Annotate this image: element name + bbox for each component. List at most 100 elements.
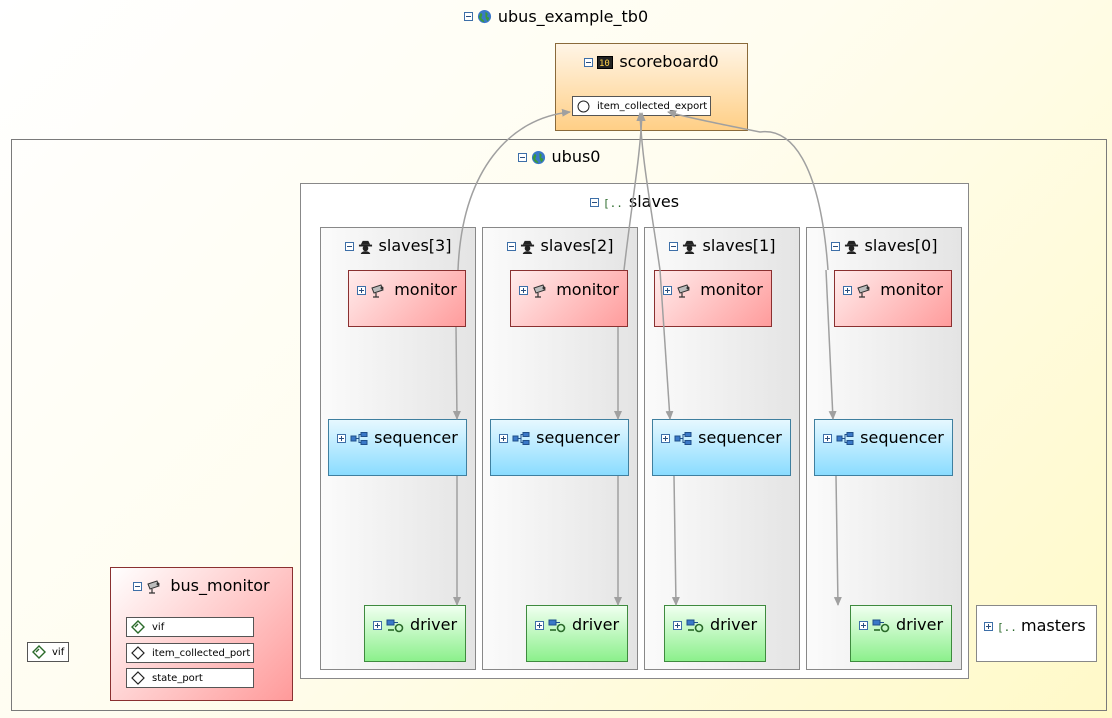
expand-toggle-icon[interactable] (858, 621, 868, 630)
sequencer-component[interactable]: sequencer (490, 419, 629, 476)
expand-toggle-icon[interactable] (357, 286, 367, 295)
collapse-toggle-icon[interactable] (506, 242, 516, 251)
bus-monitor-title: bus_monitor (111, 576, 292, 595)
driver-title-label: driver (409, 615, 458, 634)
scoreboard-title: 10 scoreboard0 (556, 52, 747, 71)
expand-toggle-icon[interactable] (984, 622, 993, 631)
export-port-label: item_collected_export (597, 100, 708, 112)
bus-monitor-title-label: bus_monitor (170, 576, 270, 595)
sequencer-icon (836, 432, 854, 445)
bus-monitor-vif-port[interactable]: vif (126, 617, 254, 637)
camera-icon (532, 283, 550, 298)
slave-agent-title: slaves[2] (483, 236, 637, 255)
port-diamond-icon (131, 671, 145, 685)
expand-toggle-icon[interactable] (499, 434, 509, 443)
expand-toggle-icon[interactable] (843, 286, 853, 295)
slave-agent-title-label: slaves[2] (540, 236, 614, 255)
slave-agent-title-label: slaves[3] (378, 236, 452, 255)
expand-toggle-icon[interactable] (372, 621, 382, 630)
driver-title-label: driver (709, 615, 758, 634)
monitor-title-label: monitor (700, 280, 763, 299)
driver-component[interactable]: driver (664, 605, 766, 662)
driver-title-label: driver (895, 615, 944, 634)
top-title: ubus_example_tb0 (0, 6, 1112, 26)
expand-toggle-icon[interactable] (663, 286, 673, 295)
driver-icon (686, 619, 704, 633)
driver-component[interactable]: driver (850, 605, 952, 662)
driver-icon (872, 619, 890, 633)
driver-icon (548, 619, 566, 633)
sequencer-icon (512, 432, 530, 445)
sequencer-title: sequencer (653, 428, 790, 447)
driver-title: driver (665, 615, 765, 634)
item-collected-port-label: item_collected_port (152, 647, 251, 659)
sequencer-component[interactable]: sequencer (814, 419, 953, 476)
sequencer-title-label: sequencer (374, 428, 458, 447)
camera-icon (370, 283, 388, 298)
collapse-toggle-icon[interactable] (584, 58, 594, 67)
monitor-component[interactable]: monitor (654, 270, 772, 327)
slave-agent-title: slaves[3] (321, 236, 475, 255)
monitor-title-label: monitor (880, 280, 943, 299)
env-vif-port[interactable]: vif (27, 642, 69, 662)
state-port[interactable]: state_port (126, 668, 254, 688)
agent-icon (520, 239, 535, 254)
slaves-title-label: slaves (628, 192, 680, 211)
sequencer-title-label: sequencer (698, 428, 782, 447)
driver-component[interactable]: driver (364, 605, 466, 662)
globe-icon (531, 150, 546, 165)
monitor-component[interactable]: monitor (834, 270, 952, 327)
masters-title: [...]masters (984, 616, 1086, 635)
camera-icon (676, 283, 694, 298)
sequencer-component[interactable]: sequencer (328, 419, 467, 476)
sequencer-icon (350, 432, 368, 445)
env-vif-label: vif (52, 646, 65, 658)
driver-component[interactable]: driver (526, 605, 628, 662)
collapse-toggle-icon[interactable] (589, 198, 599, 207)
sequencer-title-label: sequencer (860, 428, 944, 447)
expand-toggle-icon[interactable] (534, 621, 544, 630)
monitor-component[interactable]: monitor (348, 270, 466, 327)
scoreboard-icon: 10 (597, 56, 614, 69)
svg-text:[...]: [...] (603, 197, 623, 209)
driver-title-label: driver (571, 615, 620, 634)
monitor-title: monitor (655, 280, 771, 299)
collapse-toggle-icon[interactable] (463, 12, 473, 21)
masters-array[interactable]: [...]masters (976, 605, 1097, 662)
driver-title: driver (527, 615, 627, 634)
expand-toggle-icon[interactable] (337, 434, 347, 443)
agent-icon (358, 239, 373, 254)
slave-agent-title-label: slaves[0] (864, 236, 938, 255)
sequencer-component[interactable]: sequencer (652, 419, 791, 476)
agent-icon (844, 239, 859, 254)
scoreboard-component[interactable]: 10 scoreboard0 item_collected_export (555, 43, 748, 131)
port-diamond-icon (131, 646, 145, 660)
item-collected-port[interactable]: item_collected_port (126, 643, 254, 663)
monitor-title-label: monitor (394, 280, 457, 299)
collapse-toggle-icon[interactable] (133, 582, 143, 591)
collapse-toggle-icon[interactable] (517, 153, 527, 162)
vif-diamond-icon (131, 620, 145, 634)
sequencer-title: sequencer (329, 428, 466, 447)
sequencer-title: sequencer (815, 428, 952, 447)
expand-toggle-icon[interactable] (661, 434, 671, 443)
monitor-component[interactable]: monitor (510, 270, 628, 327)
scoreboard-title-label: scoreboard0 (619, 52, 719, 71)
slave-agent-title: slaves[0] (807, 236, 961, 255)
export-port[interactable]: item_collected_export (572, 96, 711, 116)
sequencer-title: sequencer (491, 428, 628, 447)
driver-title: driver (365, 615, 465, 634)
state-port-label: state_port (152, 672, 203, 684)
driver-icon (386, 619, 404, 633)
svg-text:10: 10 (599, 59, 610, 69)
collapse-toggle-icon[interactable] (344, 242, 354, 251)
monitor-title: monitor (349, 280, 465, 299)
expand-toggle-icon[interactable] (823, 434, 833, 443)
collapse-toggle-icon[interactable] (830, 242, 840, 251)
expand-toggle-icon[interactable] (519, 286, 529, 295)
bus-monitor-component[interactable]: bus_monitor vif item_collected_port stat… (110, 567, 293, 701)
monitor-title-label: monitor (556, 280, 619, 299)
expand-toggle-icon[interactable] (672, 621, 682, 630)
collapse-toggle-icon[interactable] (668, 242, 678, 251)
driver-title: driver (851, 615, 951, 634)
